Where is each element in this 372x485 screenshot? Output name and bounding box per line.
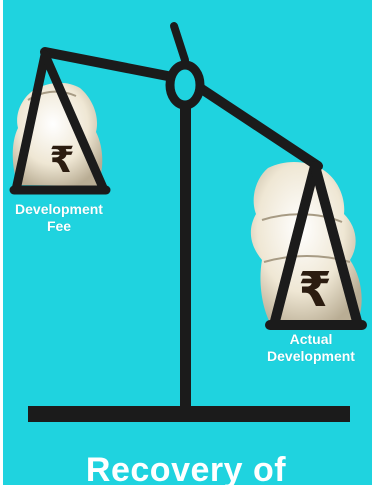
slide-title: Recovery of <box>85 451 287 485</box>
development-fee-label: Development Fee <box>15 201 103 234</box>
actual-development-label: Actual Development <box>267 331 355 364</box>
rupee-icon: ₹ <box>298 262 331 318</box>
scale-pivot <box>165 60 205 110</box>
left-pan <box>9 50 111 195</box>
rupee-icon: ₹ <box>49 140 74 181</box>
scale-column <box>180 104 191 410</box>
scale-base <box>28 406 350 422</box>
scale-pointer <box>170 22 189 64</box>
right-pan <box>265 161 367 330</box>
